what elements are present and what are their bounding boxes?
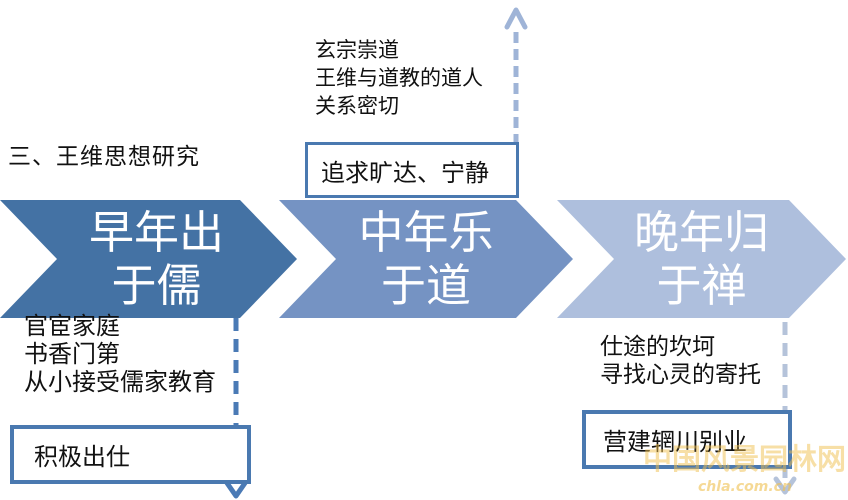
callout-daoist-box: 追求旷达、宁静 (305, 142, 519, 198)
stage-early-line-1: 早年出 (88, 205, 224, 259)
note-chan: 仕途的坎坷 寻找心灵的寄托 (600, 333, 761, 389)
note-daoist-line-2: 王维与道教的道人 (315, 66, 483, 90)
note-confucian-line-2: 书香门第 (24, 340, 120, 368)
callout-chan-box: 营建辋川别业 (582, 410, 792, 469)
stage-early-line-2: 于儒 (111, 258, 202, 312)
callout-daoist-label: 追求旷达、宁静 (321, 158, 489, 187)
stage-middle-line-1: 中年乐 (358, 205, 494, 259)
stage-late-line-1: 晚年归 (633, 205, 769, 259)
down-right-arrow-head-icon (773, 476, 797, 495)
stage-label-early-confucian: 早年出 于儒 (8, 199, 305, 318)
note-confucian: 官宦家庭 书香门第 从小接受儒家教育 (24, 312, 216, 396)
callout-confucian-label: 积极出仕 (34, 443, 130, 471)
note-confucian-line-3: 从小接受儒家教育 (24, 368, 216, 396)
page-title: 三、王维思想研究 (8, 144, 200, 170)
note-chan-line-1: 仕途的坎坷 (600, 334, 715, 360)
chevron-stage-middle-daoist (279, 200, 573, 318)
stage-label-middle-daoist: 中年乐 于道 (279, 199, 573, 318)
down-left-arrow-head-icon (224, 480, 248, 499)
note-chan-line-2: 寻找心灵的寄托 (600, 362, 761, 388)
up-arrow-head-icon (504, 7, 528, 30)
callout-chan-label: 营建辋川别业 (603, 428, 747, 456)
chevron-stage-late-chan (557, 200, 846, 318)
callout-confucian-box: 积极出仕 (10, 425, 251, 484)
chevron-stage-early-confucian (0, 200, 297, 318)
up-arrow-connector (504, 7, 528, 196)
note-confucian-line-1: 官宦家庭 (24, 312, 120, 340)
note-daoist: 玄宗崇道 王维与道教的道人 关系密切 (315, 36, 483, 120)
stage-label-late-chan: 晚年归 于禅 (557, 199, 846, 318)
stage-late-line-2: 于禅 (656, 258, 747, 312)
note-daoist-line-3: 关系密切 (315, 94, 399, 118)
stage-middle-line-2: 于道 (380, 258, 471, 312)
note-daoist-line-1: 玄宗崇道 (315, 38, 399, 62)
